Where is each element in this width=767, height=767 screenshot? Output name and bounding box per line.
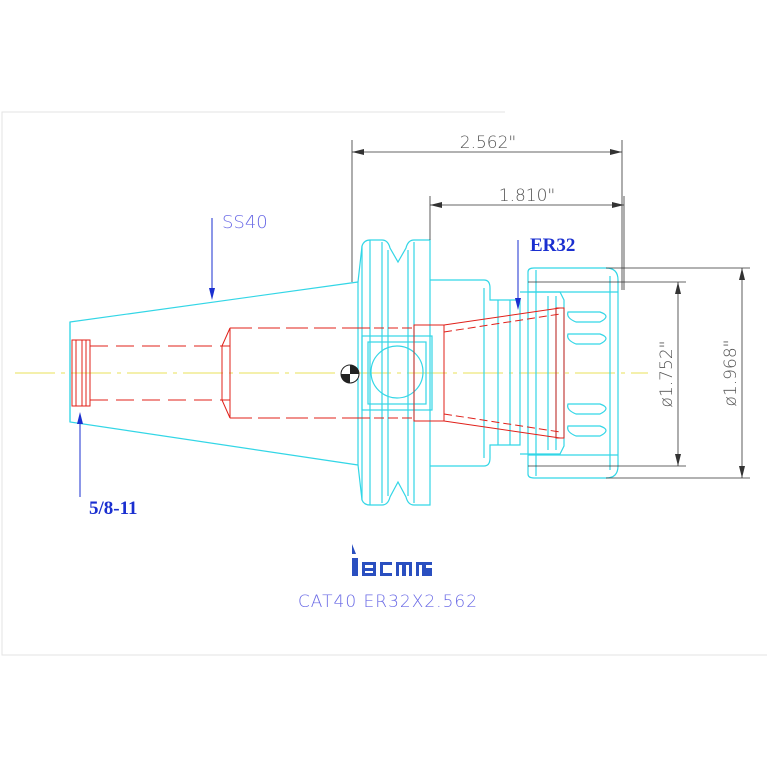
drawing-frame (1, 111, 767, 656)
dimension-overall-length (351, 140, 623, 290)
collet-length-label: 1.810" (499, 186, 556, 206)
thread-callout-arrow (77, 412, 83, 497)
collet-callout-arrow (515, 240, 521, 310)
gauge-line-marker (340, 364, 360, 384)
collet-callout-label: ER32 (530, 235, 575, 256)
thread-callout-label: 5/8-11 (89, 498, 138, 519)
iscar-logo (352, 544, 432, 576)
taper-callout-arrow (209, 218, 215, 300)
dimension-diameter-inner (528, 281, 686, 467)
overall-length-label: 2.562" (460, 133, 517, 153)
diameter-inner-label: ø1.752" (657, 341, 677, 408)
diameter-outer-label: ø1.968" (721, 340, 741, 407)
part-number: CAT40 ER32X2.562 (298, 592, 478, 612)
taper-callout-label: SS40 (222, 212, 268, 233)
dimension-collet-length (429, 196, 625, 290)
dimension-diameter-outer (606, 267, 750, 479)
internal-bore-lines (71, 307, 565, 439)
